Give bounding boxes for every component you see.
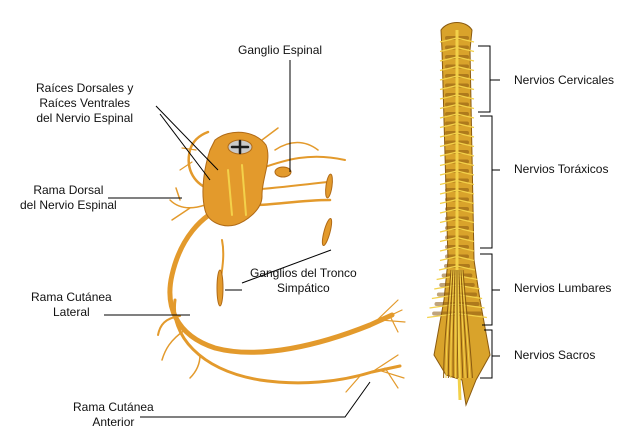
- nerve-root-pair: [439, 217, 475, 224]
- nerve-root-pair: [439, 132, 475, 138]
- leader-ganglios-tronco-1: [241, 249, 332, 284]
- dorsal-root-ganglion: [274, 166, 292, 178]
- nerve-root-pair: [439, 46, 475, 53]
- bracket-cervicales: [478, 45, 491, 113]
- terminal-twigs-anterior: [345, 354, 405, 393]
- nerve-root-pair: [439, 56, 475, 62]
- cauda-strand: [462, 269, 473, 379]
- label-nervios-toraxicos-text: Nervios Toráxicos: [514, 162, 609, 176]
- cauda-strand: [443, 269, 452, 379]
- upper-branch: [261, 155, 346, 169]
- label-nervios-toraxicos: Nervios Toráxicos: [514, 162, 608, 177]
- nerve-root-pair: [439, 208, 475, 214]
- cauda-strand: [450, 269, 455, 379]
- spinal-column-illustration: [427, 22, 491, 407]
- root-highlights: [227, 164, 247, 216]
- section-brackets: [478, 45, 500, 379]
- label-rama-anterior-line1: Rama Cutánea: [73, 400, 154, 414]
- nerve-root-pair: [439, 227, 475, 233]
- dorsal-twigs-2: [179, 147, 197, 171]
- nerve-root-pair: [439, 236, 475, 243]
- bracket-toraxicos: [480, 115, 493, 249]
- nerve-root-pair: [439, 113, 475, 119]
- nerve-root-pair: [439, 160, 475, 167]
- nerve-root-pair: [439, 151, 475, 157]
- cauda-strand: [457, 269, 461, 379]
- label-raices-line2: Raíces Ventrales: [39, 96, 131, 110]
- nerve-root-pair: [438, 265, 476, 271]
- grey-matter-butterfly: [230, 139, 250, 155]
- nerve-root-pair: [439, 246, 475, 252]
- nerve-root-pair: [439, 103, 475, 110]
- label-ganglios-tronco: Ganglios del Tronco Simpático: [250, 266, 357, 296]
- label-ganglio-espinal: Ganglio Espinal: [238, 43, 322, 58]
- label-ganglios-tronco-line2: Simpático: [277, 281, 330, 295]
- anterior-branch-nerve: [172, 298, 402, 385]
- ramus-communicans: [253, 198, 332, 207]
- nerve-root-pair: [439, 170, 475, 176]
- spinal-cord-segment: [202, 131, 269, 227]
- nerve-root-pair: [439, 189, 475, 195]
- cauda-strand: [454, 269, 457, 379]
- nerve-root-pair: [439, 84, 475, 91]
- sympathetic-ganglion-mid: [321, 217, 333, 247]
- leader-lines: [104, 60, 371, 418]
- label-rama-cutanea-lateral: Rama Cutánea Lateral: [31, 290, 112, 320]
- label-nervios-lumbares: Nervios Lumbares: [514, 281, 611, 296]
- cauda-strand: [459, 269, 466, 379]
- nerve-root-pair: [439, 141, 475, 148]
- sympathetic-ganglion-upper: [325, 173, 333, 199]
- label-rama-dorsal-line1: Rama Dorsal: [33, 183, 104, 197]
- nerve-root-pair: [439, 37, 475, 43]
- nerve-root-pair: [439, 94, 475, 100]
- label-raices-line3: del Nervio Espinal: [36, 111, 134, 125]
- leader-rama-anterior: [140, 381, 371, 418]
- label-rama-anterior-line2: Anterior: [92, 415, 135, 429]
- ventral-ramus-nerve: [167, 202, 395, 355]
- dorsal-twigs: [169, 187, 206, 221]
- leader-raices-1: [155, 105, 219, 171]
- cauda-strand: [458, 269, 464, 379]
- label-rama-dorsal-line2: del Nervio Espinal: [20, 198, 117, 212]
- spinal-segment-illustration: [157, 127, 406, 393]
- nerve-root-pair: [439, 179, 475, 186]
- nerve-root-pair: [439, 122, 475, 129]
- label-rama-dorsal: Rama Dorsal del Nervio Espinal: [20, 183, 117, 213]
- nerve-root-pair: [439, 65, 475, 72]
- lateral-twig: [161, 329, 186, 361]
- label-nervios-sacros-text: Nervios Sacros: [514, 348, 596, 362]
- cauda-strand: [461, 269, 471, 379]
- terminal-twigs-lateral: [371, 299, 406, 333]
- label-nervios-cervicales-text: Nervios Cervicales: [514, 73, 615, 87]
- cauda-strand: [456, 269, 459, 379]
- leader-raices-2: [159, 113, 211, 181]
- bracket-sacros: [480, 329, 493, 379]
- nerve-root-pair: [439, 75, 475, 81]
- label-ganglio-espinal-text: Ganglio Espinal: [238, 43, 323, 57]
- label-raices-line1: Raíces Dorsales y: [36, 81, 134, 95]
- label-rama-lateral-line1: Rama Cutánea: [31, 290, 112, 304]
- cauda-equina: [443, 269, 473, 379]
- dorsal-ramus-nerve: [187, 130, 214, 192]
- label-raices: Raíces Dorsales y Raíces Ventrales del N…: [36, 81, 133, 126]
- lateral-cutaneous-branch: [157, 315, 181, 336]
- label-rama-lateral-line2: Lateral: [53, 305, 90, 319]
- cauda-strand: [447, 269, 454, 379]
- nerve-root-pair: [439, 255, 475, 262]
- label-nervios-cervicales: Nervios Cervicales: [514, 73, 614, 88]
- upper-twigs: [261, 127, 319, 151]
- label-nervios-sacros: Nervios Sacros: [514, 348, 595, 363]
- label-ganglios-tronco-line1: Ganglios del Tronco: [250, 266, 357, 280]
- sympathetic-ganglion-lower: [216, 269, 224, 307]
- label-nervios-lumbares-text: Nervios Lumbares: [514, 281, 612, 295]
- label-rama-cutanea-anterior: Rama Cutánea Anterior: [73, 400, 154, 430]
- nerve-root-pair: [439, 198, 475, 205]
- cauda-strand: [445, 269, 453, 379]
- cauda-strand: [452, 269, 456, 379]
- cauda-strand: [460, 269, 469, 379]
- lateral-twig-2: [189, 354, 201, 379]
